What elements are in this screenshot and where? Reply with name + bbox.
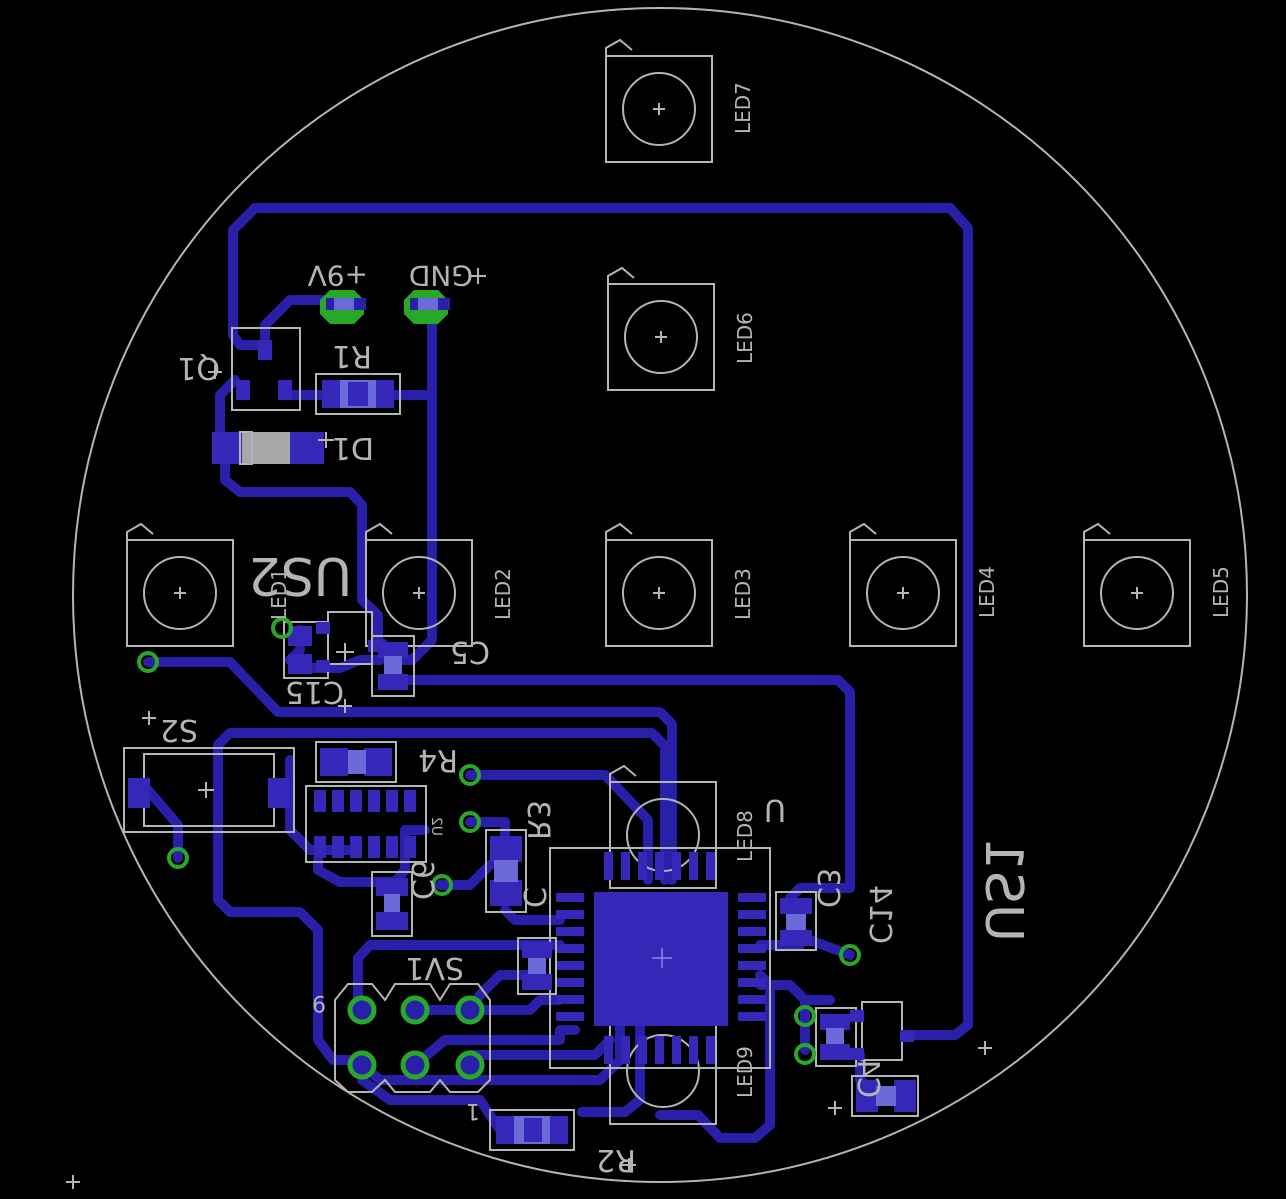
led4-footprint (849, 522, 957, 647)
led2-footprint (365, 522, 473, 647)
r4-footprint (315, 741, 397, 783)
label-q1: Q1 (177, 350, 220, 385)
s2-footprint (123, 747, 295, 833)
label-c15: C15 (285, 674, 344, 709)
label-gnd: GND (409, 259, 473, 292)
copper-traces (143, 203, 973, 1143)
vplus-pad (320, 290, 366, 324)
label-c4: C4 (850, 1058, 885, 1098)
label-us2: US2 (248, 545, 352, 605)
label-d1: D1 (332, 430, 374, 465)
label-led9: LED9 (733, 1046, 757, 1098)
through-holes (137, 290, 861, 1080)
led5-footprint (1083, 522, 1191, 647)
label-vplus: +9V (308, 259, 368, 292)
label-led2: LED2 (491, 568, 515, 620)
c14-footprint (815, 1007, 857, 1067)
label-c3: C3 (810, 868, 845, 908)
us1-footprint (850, 1001, 914, 1061)
label-c6: C6 (404, 860, 439, 900)
silkscreen-labels: LED7 LED6 LED2 LED3 LED4 LED5 LED1 LED8 … (160, 82, 1233, 1177)
label-one: 1 (466, 1098, 480, 1123)
led1-footprint (126, 522, 234, 647)
label-c: C (516, 887, 551, 908)
led6-footprint (607, 266, 715, 391)
label-r2: R2 (596, 1142, 636, 1177)
ic-u2-footprint (305, 785, 427, 863)
d1-footprint (212, 431, 324, 465)
label-c14: C14 (862, 885, 897, 944)
label-r3: R3 (520, 800, 555, 840)
label-nine: 9 (312, 990, 326, 1015)
label-us1: US1 (973, 838, 1033, 942)
c6-footprint (371, 871, 413, 937)
label-led1: LED1 (267, 568, 291, 620)
led-footprints (126, 38, 1191, 1125)
c4-footprint (851, 1075, 919, 1117)
c3-footprint (775, 891, 817, 951)
origin-marks (66, 268, 992, 1189)
label-led6: LED6 (733, 312, 757, 364)
label-led5: LED5 (1209, 566, 1233, 618)
board-outline (72, 7, 1248, 1183)
c5-footprint (371, 635, 415, 697)
gnd-pad (404, 290, 450, 324)
label-c5: C5 (450, 634, 490, 669)
label-u2: U2 (428, 817, 444, 836)
label-led4: LED4 (975, 566, 999, 618)
label-s2: S2 (160, 712, 198, 747)
q1-footprint (231, 327, 301, 411)
label-led8: LED8 (733, 810, 757, 862)
sv1-pins (347, 995, 485, 1080)
led7-footprint (605, 38, 713, 163)
ic-u-pins (556, 852, 766, 1064)
label-u: U (764, 792, 786, 827)
r2-footprint (489, 1109, 575, 1151)
smd-components (123, 327, 919, 1151)
c-footprint (517, 937, 557, 995)
sv1-footprint (334, 983, 491, 1093)
label-r4: R4 (418, 742, 458, 777)
r1-footprint (315, 373, 401, 415)
led3-footprint (605, 522, 713, 647)
label-led7: LED7 (731, 82, 755, 134)
r3-footprint (485, 829, 527, 913)
label-sv1: SV1 (405, 950, 464, 985)
label-r1: R1 (332, 338, 372, 373)
label-led3: LED3 (731, 568, 755, 620)
ic-u-footprint (549, 847, 771, 1069)
